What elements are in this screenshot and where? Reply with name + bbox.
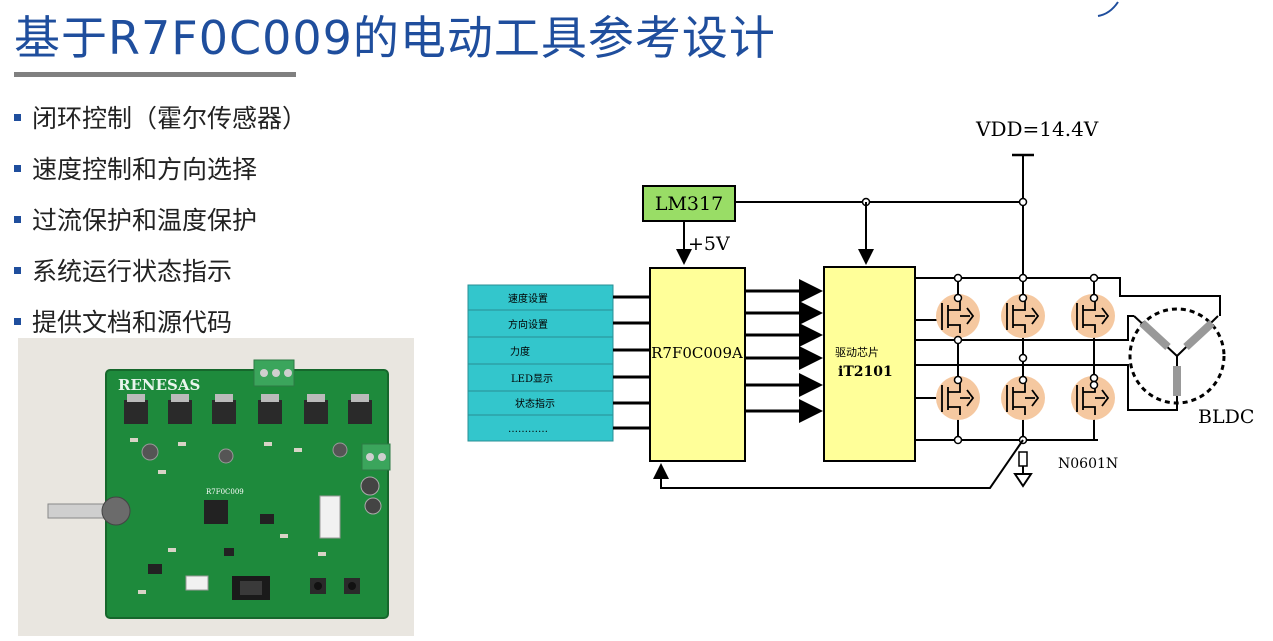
mcu-label: R7F0C009A bbox=[651, 344, 743, 362]
slide-title: 基于R7F0C009的电动工具参考设计 bbox=[14, 11, 776, 65]
supply-label: +5V bbox=[688, 233, 730, 255]
feature-text: 系统运行状态指示 bbox=[32, 257, 233, 286]
feature-list: 闭环控制（霍尔传感器） 速度控制和方向选择 过流保护和温度保护 系统运行状态指示… bbox=[14, 103, 307, 358]
feature-text: 闭环控制（霍尔传感器） bbox=[32, 104, 308, 133]
bullet-square-icon bbox=[14, 165, 21, 172]
bullet-square-icon bbox=[14, 114, 21, 121]
feature-item: 提供文档和源代码 bbox=[14, 307, 307, 358]
feature-item: 系统运行状态指示 bbox=[14, 256, 307, 307]
input-speed-setting: 速度设置 bbox=[508, 292, 548, 305]
input-more: ………… bbox=[508, 424, 548, 435]
mosfet-bridge bbox=[936, 273, 1115, 445]
feature-item: 过流保护和温度保护 bbox=[14, 205, 307, 256]
input-block-stack bbox=[467, 284, 614, 442]
board-logo: RENESAS bbox=[118, 376, 200, 394]
motor-label: BLDC bbox=[1198, 406, 1254, 428]
feature-item: 速度控制和方向选择 bbox=[14, 154, 307, 205]
mosfet-label: N0601N bbox=[1058, 456, 1118, 472]
regulator-label: LM317 bbox=[655, 193, 723, 215]
title-underline bbox=[14, 72, 296, 77]
mcu-block bbox=[649, 267, 746, 462]
regulator-block bbox=[642, 185, 736, 222]
input-status-indicator: 状态指示 bbox=[515, 397, 555, 410]
block-diagram: VDD=14.4V LM317 +5V 速度设置 方向设置 力度 LED显示 状… bbox=[467, 117, 1254, 489]
pcb-board-photo: RENESAS R7F0C009 bbox=[18, 338, 414, 636]
mosfet-row bbox=[124, 394, 372, 424]
driver-block bbox=[823, 266, 916, 462]
mcu-silkscreen: R7F0C009 bbox=[206, 488, 244, 496]
feature-text: 过流保护和温度保护 bbox=[32, 206, 258, 235]
feature-text: 速度控制和方向选择 bbox=[32, 155, 258, 184]
bldc-motor bbox=[1098, 277, 1226, 411]
vdd-label: VDD=14.4V bbox=[975, 117, 1099, 141]
feature-item: 闭环控制（霍尔传感器） bbox=[14, 103, 307, 154]
bullet-square-icon bbox=[14, 267, 21, 274]
bullet-square-icon bbox=[14, 216, 21, 223]
corner-logo-fragment bbox=[1097, 1, 1119, 17]
input-led-display: LED显示 bbox=[511, 373, 553, 385]
input-direction-setting: 方向设置 bbox=[508, 318, 548, 331]
driver-label-2: iT2101 bbox=[838, 364, 893, 380]
driver-label-1: 驱动芯片 bbox=[835, 345, 879, 359]
feature-text: 提供文档和源代码 bbox=[32, 308, 233, 337]
input-force: 力度 bbox=[510, 345, 530, 358]
bullet-square-icon bbox=[14, 318, 21, 325]
